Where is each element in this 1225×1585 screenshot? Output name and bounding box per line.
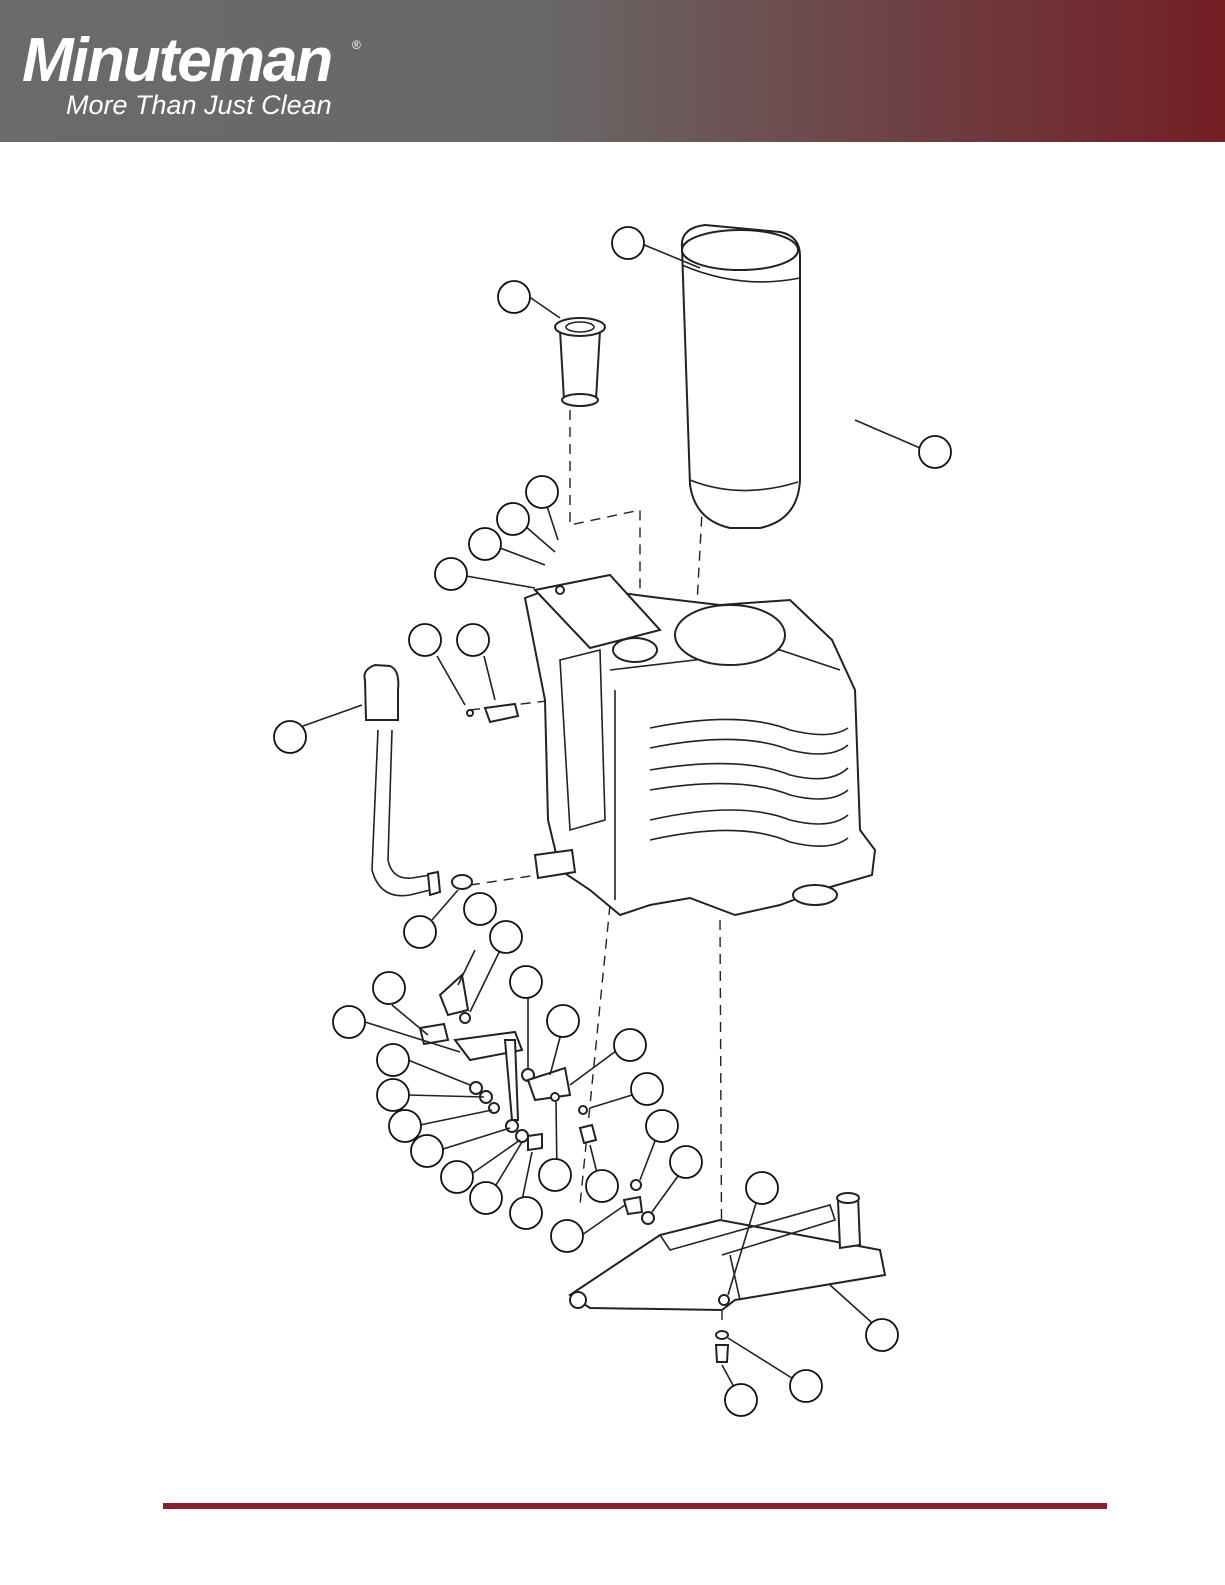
standpipe [555,318,605,406]
callout-circle [547,1005,579,1037]
brand-logo: Minuteman [22,30,331,92]
callout-circle [539,1159,571,1191]
callout-circle [435,558,467,590]
callout-circle [497,503,529,535]
callout-circle [725,1384,757,1416]
callout-circle [746,1172,778,1204]
callout-circle [411,1135,443,1167]
footer-rule [163,1503,1107,1509]
callout-circle [274,721,306,753]
callout-circle [919,436,951,468]
callout-circle [441,1161,473,1193]
callout-circle [469,528,501,560]
hose-clamp [452,704,518,889]
callout-circle [526,476,558,508]
callout-circle [670,1146,702,1178]
callout-circle [389,1110,421,1142]
callout-circle [586,1170,618,1202]
callout-circle [612,227,644,259]
callout-circle [470,1182,502,1214]
callout-circle [631,1073,663,1105]
callout-circle [551,1220,583,1252]
header-banner: Minuteman ® More Than Just Clean [0,0,1225,142]
callout-circle [646,1110,678,1142]
exploded-parts-diagram [0,142,1225,1502]
callout-circle [373,972,405,1004]
brand-tagline: More Than Just Clean [66,90,332,121]
tank-filter-basket [682,225,800,528]
caster-bolt [716,1331,728,1362]
callout-circle [510,1197,542,1229]
callout-circle [377,1044,409,1076]
callout-circle [498,281,530,313]
callout-circle [333,1006,365,1038]
callout-circle [510,966,542,998]
callout-circle [404,916,436,948]
callout-circle [464,893,496,925]
callout-circle [790,1370,822,1402]
callout-circle [409,624,441,656]
callout-circle [866,1319,898,1351]
callout-circle [614,1029,646,1061]
callout-circle [377,1079,409,1111]
recovery-hose [364,665,440,896]
callout-circle [490,921,522,953]
callout-circle [457,624,489,656]
registered-mark: ® [352,38,361,52]
